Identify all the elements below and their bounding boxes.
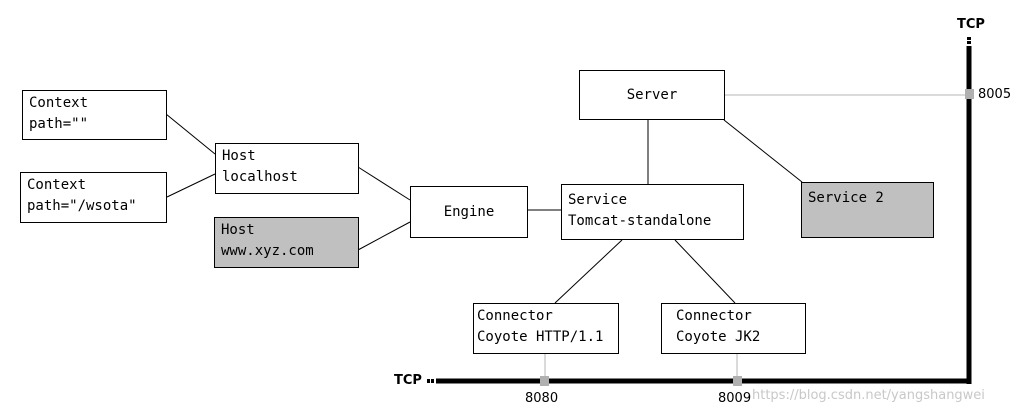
tcp-bottom-end-dot [427, 379, 430, 383]
edge-context-root-host [165, 113, 216, 155]
edge-host-xyz-engine [357, 221, 411, 251]
tcp-top-label: TCP [957, 17, 985, 32]
tcp-bottom-end-dot [431, 379, 434, 383]
host-xyz-node: Host www.xyz.com [214, 217, 359, 268]
engine-label: Engine [443, 203, 495, 220]
host-xyz-name: www.xyz.com [221, 243, 314, 259]
tcp-top-end-dot [967, 41, 971, 44]
tcp-top-end-dot [967, 37, 971, 40]
service-title: Service [568, 192, 628, 208]
service-name: Tomcat-standalone [568, 213, 712, 229]
connector-http-name: Coyote HTTP/1.1 [477, 329, 604, 345]
watermark-url: https://blog.csdn.net/yangshangwei [752, 388, 985, 403]
connector-http-title: Connector [477, 308, 553, 324]
port-marker-8080 [540, 376, 549, 386]
context-wsota-title: Context [27, 177, 87, 193]
port-8005-label: 8005 [978, 87, 1012, 102]
host-localhost-title: Host [222, 148, 256, 164]
context-root-node: Context path="" [22, 90, 167, 140]
host-localhost-node: Host localhost [215, 143, 359, 194]
port-marker-8009 [733, 376, 742, 386]
context-wsota-path: path="/wsota" [27, 198, 137, 214]
server-node: Server [579, 70, 725, 120]
engine-node: Engine [410, 186, 528, 238]
edge-service-connector-jk2 [674, 239, 736, 304]
edge-host-localhost-engine [357, 166, 411, 201]
service2-node: Service 2 [801, 182, 934, 238]
port-8009-label: 8009 [718, 391, 752, 406]
connector-jk2-node: Connector Coyote JK2 [661, 303, 806, 354]
port-marker-8005 [965, 89, 974, 99]
edge-service-connector-http [554, 239, 623, 304]
context-root-path: path="" [29, 116, 89, 132]
connector-http-node: Connector Coyote HTTP/1.1 [473, 303, 619, 354]
port-8080-label: 8080 [525, 391, 559, 406]
edge-server-service2 [723, 119, 803, 183]
context-wsota-node: Context path="/wsota" [20, 172, 167, 223]
edge-context-wsota-host [166, 173, 216, 198]
context-root-title: Context [29, 95, 89, 111]
tcp-bottom-label: TCP [394, 373, 422, 388]
connector-jk2-title: Connector [676, 308, 752, 324]
service-node: Service Tomcat-standalone [561, 184, 744, 240]
server-label: Server [626, 86, 678, 103]
connector-jk2-name: Coyote JK2 [676, 329, 761, 345]
host-localhost-name: localhost [222, 169, 298, 185]
host-xyz-title: Host [221, 222, 255, 238]
service2-label: Service 2 [808, 190, 884, 206]
